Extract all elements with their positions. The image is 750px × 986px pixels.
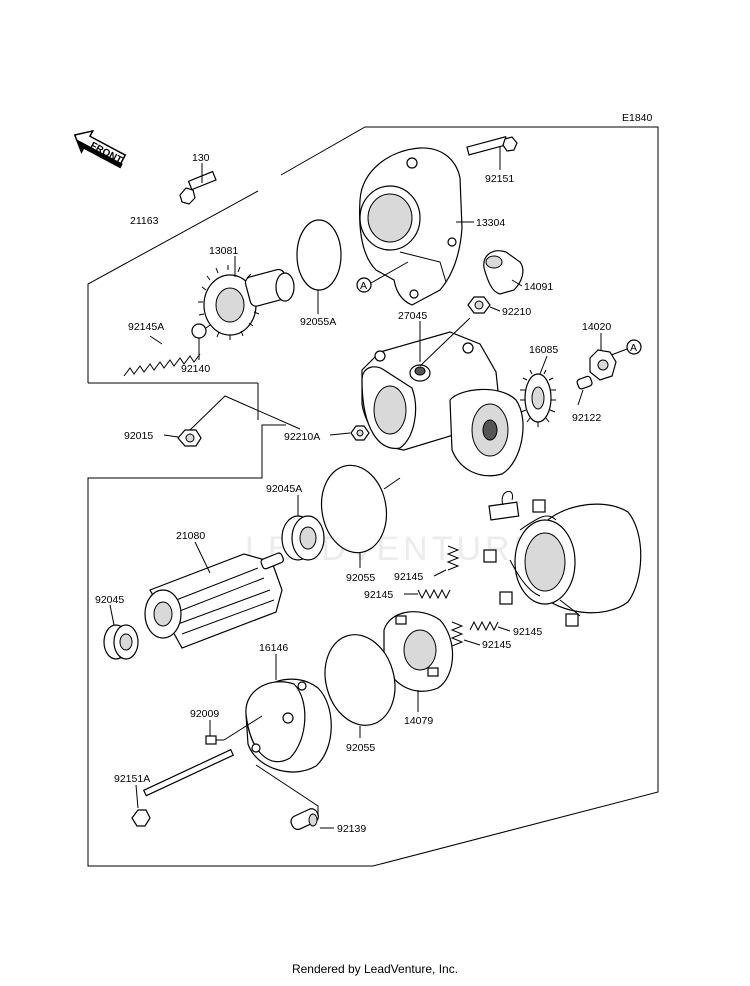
bearing-92045A [281, 515, 325, 561]
housing-13304 [359, 147, 463, 306]
ball-92140 [191, 323, 207, 339]
sleeve-92139 [290, 808, 319, 830]
callout-92140: 92140 [181, 363, 210, 375]
spring-92145A [123, 353, 201, 377]
nut-92210A [350, 425, 370, 441]
callout-92055A: 92055A [300, 316, 336, 328]
oring-92055A [296, 219, 342, 291]
callout-92055-mid: 92055 [346, 572, 375, 584]
callout-21080: 21080 [176, 530, 205, 542]
callout-labels: 130 21163 13081 92145A 92140 92055A 9215… [95, 152, 611, 835]
diagram-code: E1840 [622, 112, 653, 124]
boot-14091 [483, 250, 524, 295]
callout-13081: 13081 [209, 245, 238, 257]
gear-16085 [520, 369, 556, 427]
end-cover-16146 [245, 678, 332, 773]
spring-92145-3 [469, 620, 499, 632]
ref-marker-a-top: A [356, 261, 409, 293]
nut-92210 [467, 296, 491, 314]
spring-92145-2 [417, 588, 451, 600]
spring-92145-1 [446, 545, 460, 571]
pin-92122 [576, 375, 593, 390]
callout-92009: 92009 [190, 708, 219, 720]
callout-16146: 16146 [259, 642, 288, 654]
bolt-130 [179, 170, 217, 205]
callout-92139: 92139 [337, 823, 366, 835]
armature-21080 [144, 552, 284, 649]
oring-92055-lower [324, 634, 396, 726]
callout-13304: 13304 [476, 217, 505, 229]
assembly-outline [87, 126, 659, 867]
bearing-92045 [103, 624, 139, 660]
ref-marker-a-right: A [605, 339, 642, 358]
front-arrow-icon: FRONT [73, 129, 127, 169]
footer-credit: Rendered by LeadVenture, Inc. [291, 962, 459, 976]
callout-16085: 16085 [529, 344, 558, 356]
callout-14020: 14020 [582, 321, 611, 333]
callout-21163: 21163 [130, 215, 159, 227]
callout-130: 130 [192, 152, 210, 164]
callout-92210: 92210 [502, 306, 531, 318]
bolt-92151 [466, 136, 518, 156]
oring-92055-mid [320, 464, 388, 554]
leader-lines [109, 147, 602, 829]
callout-92210A: 92210A [284, 431, 320, 443]
callout-92122: 92122 [572, 412, 601, 424]
callout-92015: 92015 [124, 430, 153, 442]
clutch-14020 [589, 349, 617, 381]
callout-92045: 92045 [95, 594, 124, 606]
body-27045 [361, 317, 524, 477]
brush-holder-14079 [383, 611, 454, 692]
callout-92151: 92151 [485, 173, 514, 185]
callout-92145A: 92145A [128, 321, 164, 333]
spring-92145-4 [450, 621, 464, 647]
callout-27045: 27045 [398, 310, 427, 322]
callout-92055-lower: 92055 [346, 742, 375, 754]
nut-92015 [177, 429, 202, 447]
bolt-92151A [131, 748, 235, 827]
screw-92009 [205, 735, 224, 745]
callout-14091: 14091 [524, 281, 553, 293]
yoke-assembly [483, 490, 642, 627]
callout-92145-2: 92145 [364, 589, 393, 601]
callout-92045A: 92045A [266, 483, 302, 495]
svg-text:A: A [630, 342, 637, 354]
callout-92145-4: 92145 [482, 639, 511, 651]
callout-14079: 14079 [404, 715, 433, 727]
callout-92145-3: 92145 [513, 626, 542, 638]
callout-92151A: 92151A [114, 773, 150, 785]
pinion-13081 [198, 265, 295, 340]
svg-text:A: A [360, 280, 367, 292]
callout-92145-1: 92145 [394, 571, 423, 583]
